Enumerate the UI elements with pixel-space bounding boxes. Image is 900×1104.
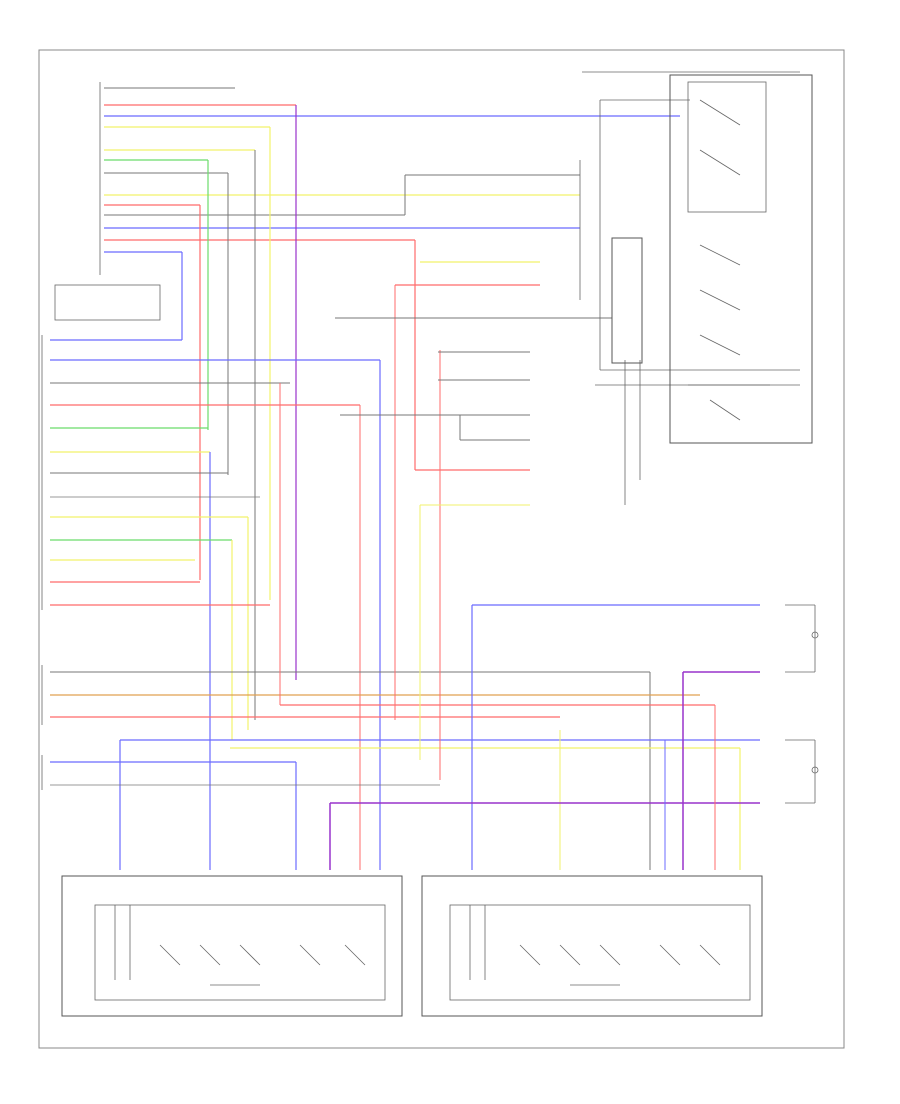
vertical-wire-runs: [181, 105, 580, 720]
rear-motor: [785, 604, 819, 673]
driver-module-box: [54, 284, 161, 321]
diagram-frame: [38, 49, 845, 1049]
junction-block: [611, 237, 643, 364]
right-bus: [579, 71, 800, 505]
upper-right-wires: [335, 261, 612, 760]
rear-passenger-switch-box: [421, 875, 763, 1017]
front-passenger-motor: [785, 739, 819, 804]
master-switch-module: [669, 74, 813, 444]
front-passenger-switch-box: [61, 875, 403, 1017]
left-wire-runs: [50, 339, 381, 870]
middle-wire-bundle: [50, 350, 760, 870]
left-connector: [41, 82, 101, 790]
top-wire-bundle: [104, 87, 680, 253]
motor-wire-runs: [329, 604, 760, 870]
